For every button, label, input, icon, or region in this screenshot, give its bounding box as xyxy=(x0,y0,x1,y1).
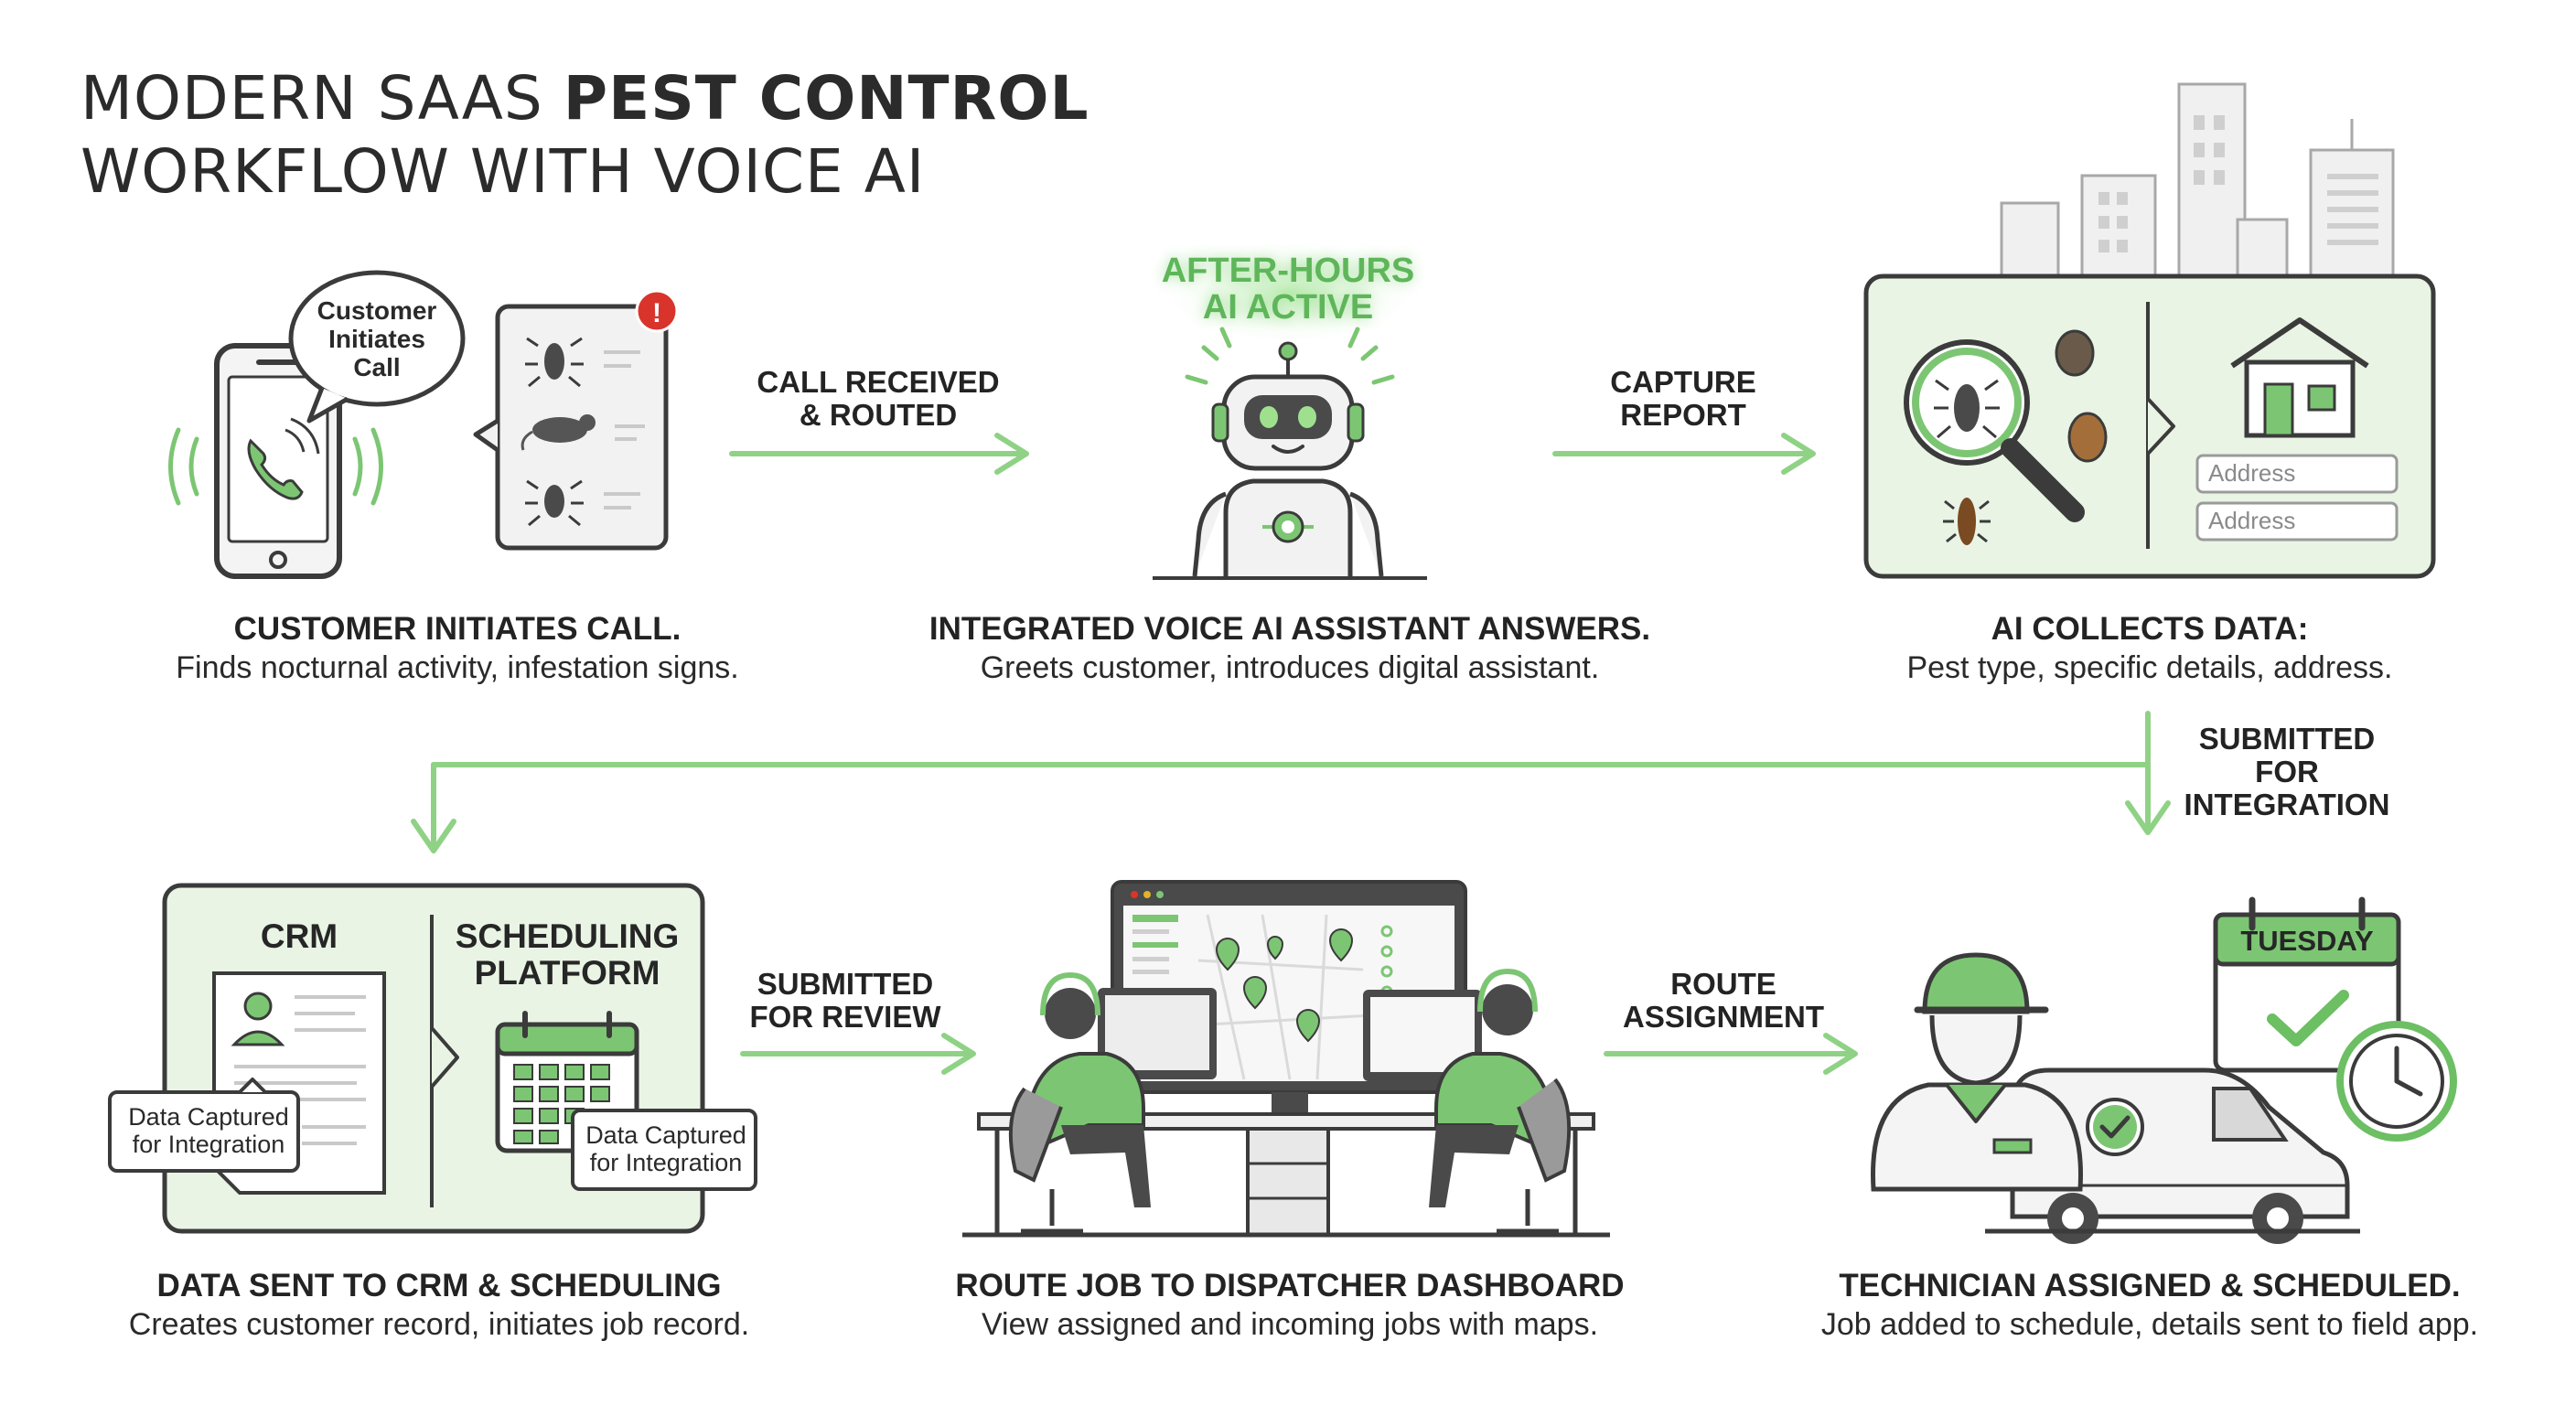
tag-line: Data Captured xyxy=(585,1121,746,1149)
heading-line: PLATFORM xyxy=(474,954,660,992)
arrow-label-route-assignment: ROUTE ASSIGNMENT xyxy=(1606,968,1841,1034)
arrow-call-received xyxy=(729,433,1029,475)
crm-heading: CRM xyxy=(260,917,338,955)
phone-icon xyxy=(168,343,383,579)
technician-scene xyxy=(1871,896,2457,1244)
title-line1-strong: PEST CONTROL xyxy=(563,63,1089,134)
arrow-label-submitted-integration: SUBMITTED FOR INTEGRATION xyxy=(2168,723,2406,821)
tag-line: Data Captured xyxy=(128,1103,289,1131)
tag-line: for Integration xyxy=(589,1149,743,1176)
arrow-label-submitted-review: SUBMITTED FOR REVIEW xyxy=(732,968,959,1034)
bubble-line: Customer xyxy=(317,296,437,325)
step-title: CUSTOMER INITIATES CALL. xyxy=(233,611,682,647)
scheduling-heading: SCHEDULING PLATFORM xyxy=(454,918,681,992)
data-collection-panel xyxy=(1863,273,2436,579)
dispatcher-desk-scene xyxy=(962,880,1610,1238)
data-captured-tag: Data Captured for Integration xyxy=(576,1121,756,1176)
speech-bubble xyxy=(288,270,466,424)
voice-ai-robot xyxy=(1153,238,1427,580)
pest-report-card: ! xyxy=(473,289,679,551)
badge-line: AI ACTIVE xyxy=(1202,288,1374,327)
arrow-label-line: SUBMITTED xyxy=(757,967,934,1001)
arrow-label-line: REPORT xyxy=(1620,398,1746,432)
arrow-label-line: INTEGRATION xyxy=(2184,788,2390,821)
step-subtitle: Greets customer, introduces digital assi… xyxy=(980,650,1600,685)
arrow-label-line: ASSIGNMENT xyxy=(1622,1000,1824,1034)
step-subtitle: Finds nocturnal activity, infestation si… xyxy=(176,650,739,685)
arrow-label-line: FOR REVIEW xyxy=(749,1000,941,1034)
step-subtitle: Creates customer record, initiates job r… xyxy=(128,1307,750,1342)
step-title: AI COLLECTS DATA: xyxy=(1991,611,2309,647)
arrow-capture-report xyxy=(1552,433,1816,475)
svg-text:!: ! xyxy=(652,298,661,328)
calendar-day-label: TUESDAY xyxy=(2240,925,2374,957)
page-title: MODERN SAAS PEST CONTROL WORKFLOW WITH V… xyxy=(80,62,1453,209)
crm-scheduling-panel xyxy=(108,883,757,1234)
tag-line: for Integration xyxy=(132,1131,285,1158)
step-title: TECHNICIAN ASSIGNED & SCHEDULED. xyxy=(1839,1268,2461,1303)
arrow-submitted-review xyxy=(740,1033,976,1075)
arrow-route-assignment xyxy=(1604,1033,1858,1075)
arrow-submitted-integration xyxy=(411,711,2171,853)
step-subtitle: Pest type, specific details, address. xyxy=(1906,650,2393,685)
arrow-label-capture-report: CAPTURE REPORT xyxy=(1555,366,1811,432)
title-line1-regular: MODERN SAAS xyxy=(80,63,564,134)
arrow-label-line: & ROUTED xyxy=(799,398,958,432)
step-title: DATA SENT TO CRM & SCHEDULING xyxy=(156,1268,722,1303)
badge-line: AFTER-HOURS xyxy=(1161,252,1415,290)
city-buildings xyxy=(2000,82,2395,278)
heading-line: SCHEDULING xyxy=(455,917,680,955)
data-captured-tag: Data Captured for Integration xyxy=(119,1103,298,1158)
step-subtitle: View assigned and incoming jobs with map… xyxy=(981,1307,1599,1342)
arrow-label-call-received: CALL RECEIVED & ROUTED xyxy=(732,366,1025,432)
bubble-line: Call xyxy=(353,353,401,381)
address-field: Address xyxy=(2208,459,2296,487)
step-subtitle: Job added to schedule, details sent to f… xyxy=(1820,1307,2479,1342)
title-line2: WORKFLOW WITH VOICE AI xyxy=(80,136,926,207)
after-hours-badge: AFTER-HOURS AI ACTIVE xyxy=(1123,252,1453,326)
arrow-label-line: SUBMITTED FOR xyxy=(2198,722,2376,788)
arrow-label-line: ROUTE xyxy=(1670,967,1776,1001)
bubble-line: Initiates xyxy=(328,325,425,353)
step-title: INTEGRATED VOICE AI ASSISTANT ANSWERS. xyxy=(928,611,1651,647)
speech-bubble-text: Customer Initiates Call xyxy=(302,296,452,381)
address-field: Address xyxy=(2208,507,2296,534)
arrow-label-line: CAPTURE xyxy=(1610,365,1756,399)
arrow-label-line: CALL RECEIVED xyxy=(757,365,1000,399)
step-title: ROUTE JOB TO DISPATCHER DASHBOARD xyxy=(955,1268,1625,1303)
